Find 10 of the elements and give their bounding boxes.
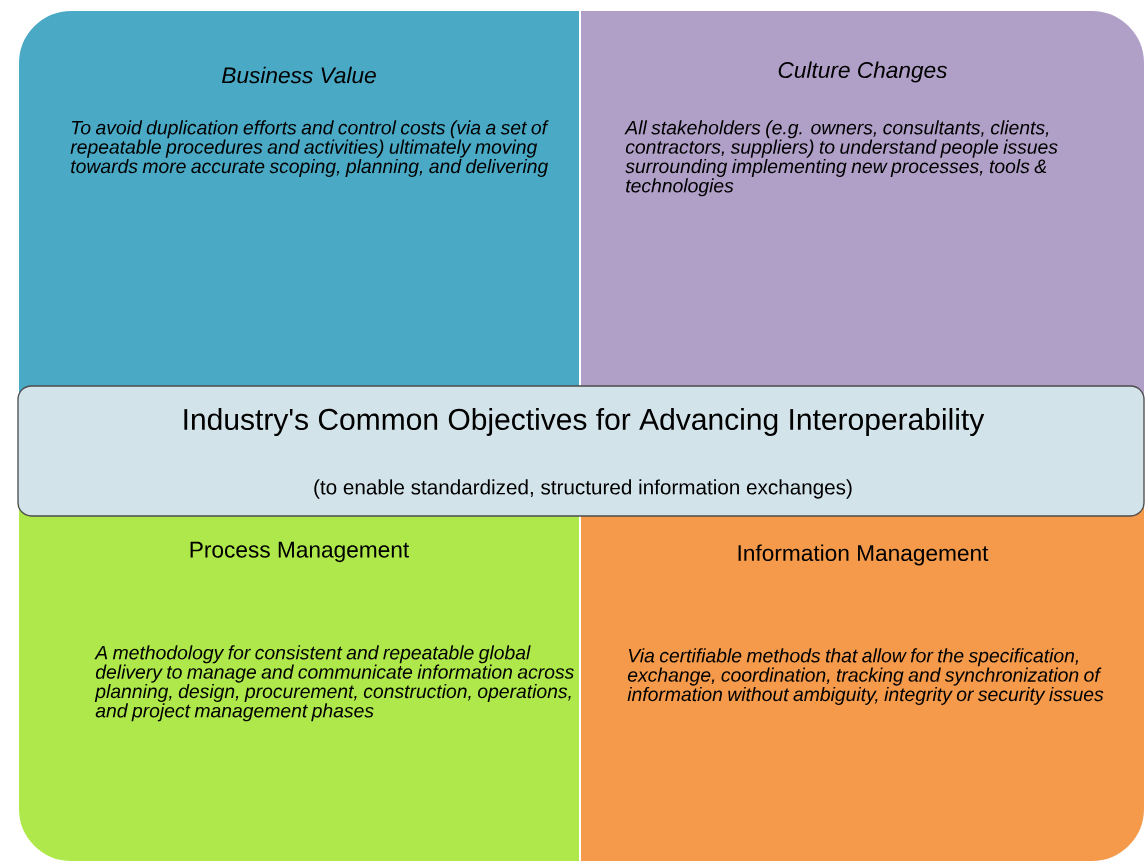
panel-text: Via certifiable methods that allow for the specification, exchange, coordination, tracking and synchronization of information without ambiguity, integrity or security issues xyxy=(627,648,1104,705)
panel-heading: Culture Changes xyxy=(778,61,948,83)
banner-subtitle: (to enable standardized, structured information exchanges) xyxy=(314,479,852,499)
panel-text: To avoid duplication efforts and control costs (via a set of repeatable procedures and activities) ultimately moving towards more accurate scoping, planning, and delivering xyxy=(70,120,549,177)
banner-title: Industry's Common Objectives for Advancing Interoperability xyxy=(184,408,985,436)
panel-heading: Information Management xyxy=(738,544,989,566)
panel-heading: Business Value xyxy=(222,66,376,84)
panel-heading: Process Management xyxy=(190,541,409,563)
panel-text: All stakeholders (e.g. owners, consultants, clients, contractors, suppliers) to understand people issues surrounding implementing new processes, tools & technologies xyxy=(624,120,1058,197)
panel-text: A methodology for consistent and repeatable global delivery to manage and communicate information across planning, design, procurement, construction, operations, and project management phases xyxy=(94,645,574,722)
